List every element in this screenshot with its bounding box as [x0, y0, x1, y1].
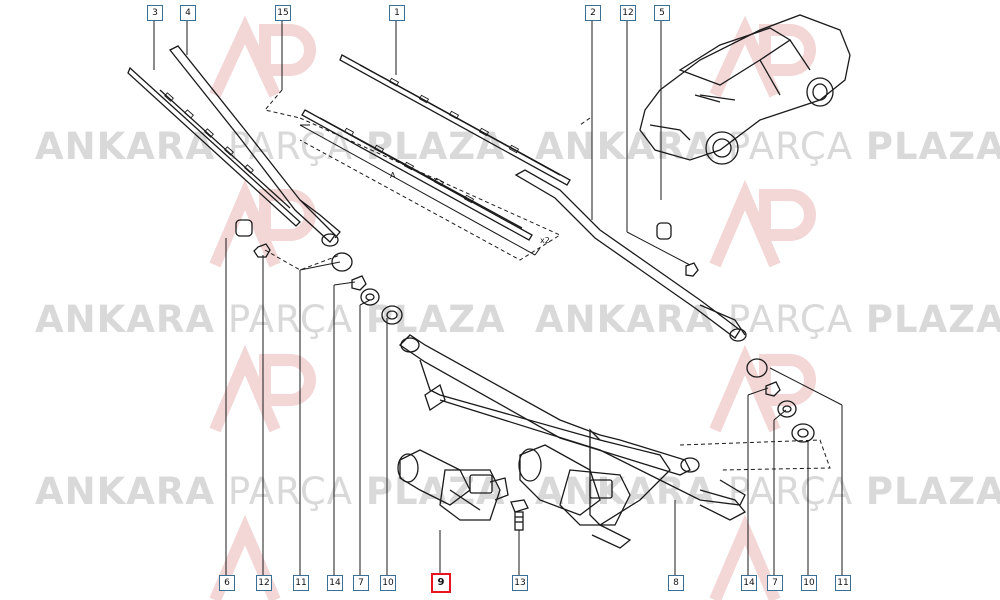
- leader-lines-top: [153, 21, 691, 266]
- watermark-logo-8: [709, 514, 781, 600]
- watermark-text-4: ANKARA PARÇA PLAZA: [535, 298, 1000, 341]
- callout-9-highlighted[interactable]: 9: [431, 573, 451, 593]
- bushing-11-right: [746, 358, 768, 378]
- washer-10-left: [381, 305, 403, 325]
- nut-14-left: [351, 275, 367, 291]
- dimension-label: x2: [540, 236, 550, 245]
- car-illustration: [639, 14, 851, 165]
- watermark-logo-6: [709, 344, 816, 433]
- callout-7-left[interactable]: 7: [353, 575, 369, 591]
- washer-7-right: [777, 400, 797, 418]
- callout-12-top[interactable]: 12: [620, 5, 636, 21]
- washer-7-left: [360, 288, 380, 306]
- wiper-motor-9: [397, 449, 509, 521]
- callout-3[interactable]: 3: [147, 5, 163, 21]
- watermark-text-5: ANKARA PARÇA PLAZA: [35, 470, 506, 513]
- callout-14-left[interactable]: 14: [327, 575, 343, 591]
- middle-wiper-blade: [301, 109, 533, 241]
- callout-7-right[interactable]: 7: [767, 575, 783, 591]
- callout-2[interactable]: 2: [585, 5, 601, 21]
- callout-11-right[interactable]: 11: [835, 575, 851, 591]
- callout-4[interactable]: 4: [180, 5, 196, 21]
- callout-15[interactable]: 15: [275, 5, 291, 21]
- cap-6: [235, 219, 253, 237]
- watermark-logo-1: [209, 15, 316, 98]
- callout-5[interactable]: 5: [654, 5, 670, 21]
- left-wiper-arm: [168, 45, 341, 247]
- watermark-logo-4: [709, 179, 816, 268]
- right-small-parts: [656, 222, 815, 443]
- wiper-linkage-frame: [398, 334, 747, 549]
- watermark-text-3: ANKARA PARÇA PLAZA: [35, 298, 506, 341]
- dimension-mark: A: [390, 171, 396, 180]
- nut-12-left: [253, 243, 271, 258]
- watermark-logo-5: [209, 344, 316, 433]
- washer-10-right: [791, 423, 815, 443]
- cap-5: [656, 222, 672, 240]
- bolt-13: [510, 499, 529, 531]
- callout-14-right[interactable]: 14: [741, 575, 757, 591]
- nut-12-right: [685, 262, 699, 277]
- callout-10-right[interactable]: 10: [801, 575, 817, 591]
- left-small-parts: [235, 219, 403, 325]
- left-wiper-blade: [127, 66, 301, 227]
- callout-6[interactable]: 6: [219, 575, 235, 591]
- blade-dimension: [299, 124, 541, 256]
- bushing-11-left: [331, 252, 353, 272]
- nut-14-right: [765, 381, 781, 397]
- callout-8[interactable]: 8: [668, 575, 684, 591]
- watermark-text-6: ANKARA PARÇA PLAZA: [535, 470, 1000, 513]
- callout-11-left[interactable]: 11: [293, 575, 309, 591]
- right-wiper-arm: [514, 169, 747, 342]
- leader-lines-bottom: [225, 238, 843, 575]
- callout-13[interactable]: 13: [512, 575, 528, 591]
- dashed-guides: [264, 89, 831, 471]
- wiper-motor-assembly: [518, 444, 631, 526]
- watermark-logo-2: [709, 15, 816, 98]
- watermark-text-1: ANKARA PARÇA PLAZA: [35, 125, 506, 168]
- top-wiper-blade: [339, 54, 571, 186]
- callout-10-left[interactable]: 10: [380, 575, 396, 591]
- callout-12-bottom[interactable]: 12: [256, 575, 272, 591]
- watermark-text-2: ANKARA PARÇA PLAZA: [535, 125, 1000, 168]
- callout-1[interactable]: 1: [389, 5, 405, 21]
